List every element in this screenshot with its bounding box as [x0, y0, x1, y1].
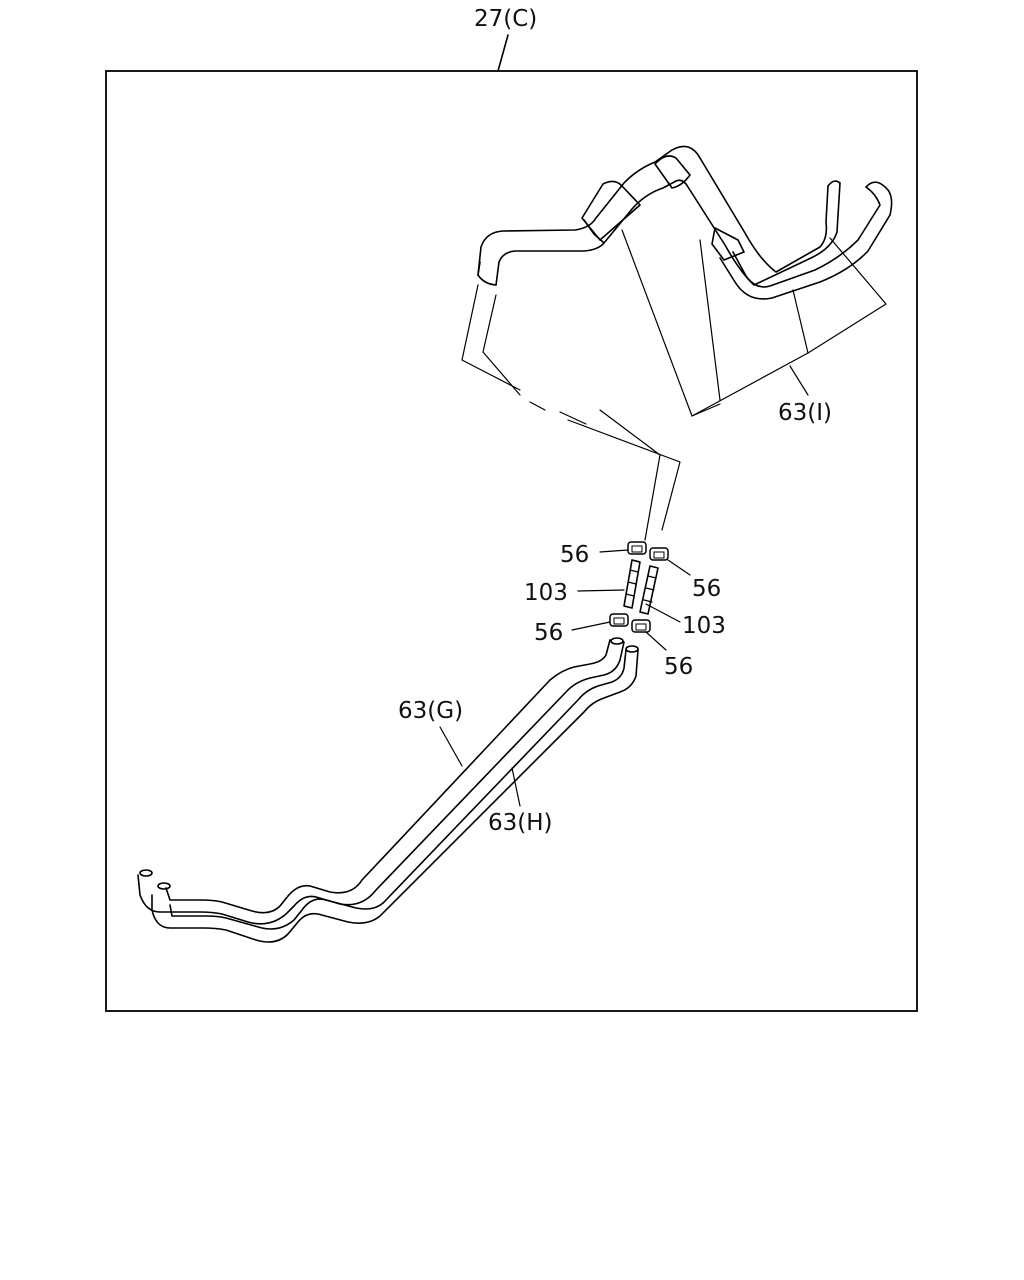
pipe-63h — [151, 645, 639, 943]
label-hose-left: 103 — [524, 580, 568, 606]
clamp-56-upper-left — [627, 541, 647, 555]
assembly-label: 27(C) — [474, 6, 537, 32]
label-pipe-g: 63(G) — [398, 698, 463, 724]
pipe-63i: 63(I) — [461, 145, 893, 541]
label-hose-right: 103 — [682, 613, 726, 639]
label-clamp-lower-right: 56 — [664, 654, 693, 680]
pipe-63g — [137, 637, 625, 925]
hose-103-left — [623, 559, 641, 609]
clamp-56-upper-right — [649, 547, 669, 561]
label-clamp-upper-left: 56 — [560, 542, 589, 568]
label-pipe-i: 63(I) — [778, 400, 832, 426]
clamp-56-lower-right — [631, 619, 651, 633]
label-clamp-upper-right: 56 — [692, 576, 721, 602]
assembly-leader — [497, 34, 509, 72]
label-clamp-lower-left: 56 — [534, 620, 563, 646]
clamp-56-lower-left — [609, 613, 629, 627]
label-pipe-h: 63(H) — [488, 810, 553, 836]
hose-103-right — [639, 565, 659, 615]
clamp-hose-group: 56 56 103 103 56 56 — [524, 541, 726, 680]
diagram-frame — [105, 70, 918, 1012]
